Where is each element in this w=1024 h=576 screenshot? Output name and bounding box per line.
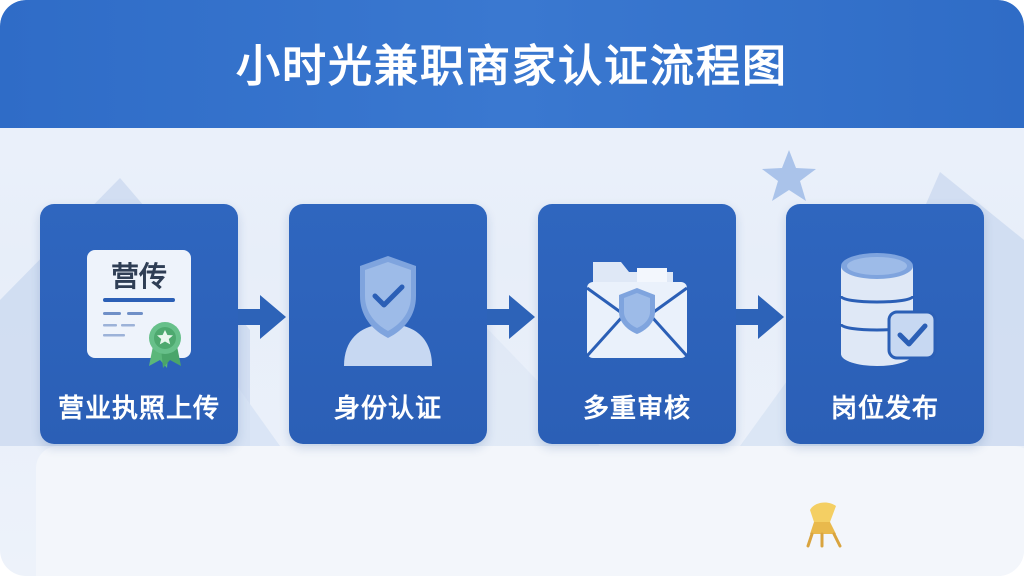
- step-card-multi-review: 多重审核: [538, 204, 736, 444]
- bottom-panel: [36, 446, 1024, 576]
- arrow-right-icon: [238, 295, 286, 339]
- license-document-text: 营传: [111, 260, 167, 293]
- page-title: 小时光兼职商家认证流程图: [236, 41, 788, 92]
- step-card-license-upload: 营传 营业执照上传: [40, 204, 238, 444]
- business-license-icon: 营传: [87, 250, 191, 368]
- arrow-right-icon: [487, 295, 535, 339]
- star-decoration-icon: [762, 150, 816, 201]
- step-label-multi-review: 多重审核: [582, 394, 691, 424]
- database-check-icon: [839, 253, 937, 366]
- folder-shield-review-icon: [585, 262, 689, 358]
- title-banner: 小时光兼职商家认证流程图: [0, 0, 1024, 128]
- step-label-identity-verification: 身份认证: [333, 394, 442, 424]
- identity-shield-user-icon: [344, 256, 432, 366]
- chair-decoration-icon: [806, 502, 842, 548]
- arrow-right-icon: [736, 295, 784, 339]
- step-label-job-posting: 岗位发布: [830, 394, 939, 424]
- step-label-license-upload: 营业执照上传: [57, 394, 220, 424]
- step-card-job-posting: 岗位发布: [786, 204, 984, 444]
- step-card-identity-verification: 身份认证: [289, 204, 487, 444]
